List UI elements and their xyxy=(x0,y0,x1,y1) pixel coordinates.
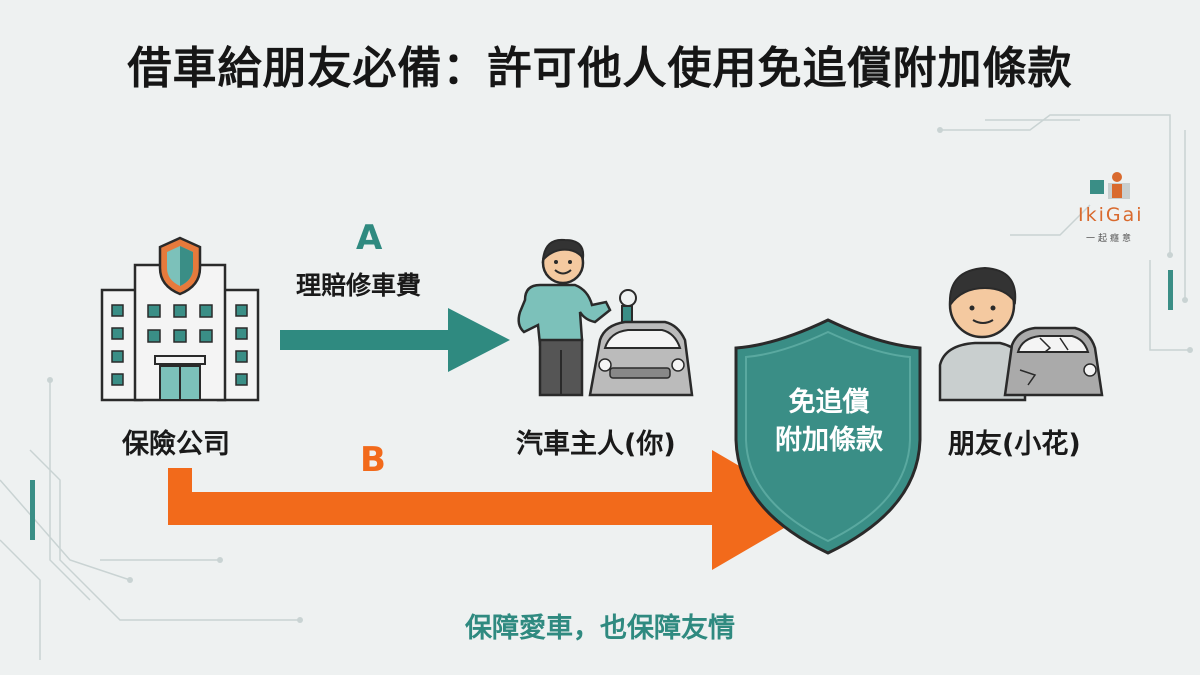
friend-icon xyxy=(938,266,1104,402)
shield-icon xyxy=(734,318,922,555)
footer-slogan: 保障愛車，也保障友情 xyxy=(465,613,735,644)
flow-b-letter: B xyxy=(360,440,386,480)
arrow-b xyxy=(168,450,815,570)
shield-line-2: 附加條款 xyxy=(775,425,883,456)
node-friend-label: 朋友(小花) xyxy=(948,429,1081,460)
logo-subtitle: 一起癮意 xyxy=(1086,234,1135,244)
flow-a-letter: A xyxy=(356,218,383,258)
page-title: 借車給朋友必備：許可他人使用免追償附加條款 xyxy=(127,43,1073,94)
node-owner-label: 汽車主人(你) xyxy=(516,429,676,460)
ikigai-logo-icon xyxy=(1090,172,1130,199)
shield-label: 免追償 附加條款 xyxy=(738,384,920,460)
insurance-building-icon xyxy=(100,236,260,402)
logo-name: IkiGai xyxy=(1078,204,1144,226)
shield-line-1: 免追償 xyxy=(788,387,870,418)
car-owner-icon xyxy=(517,238,694,397)
flow-a-label: 理賠修車費 xyxy=(296,271,422,300)
node-insurer-label: 保險公司 xyxy=(122,429,230,460)
arrow-a xyxy=(280,308,510,372)
